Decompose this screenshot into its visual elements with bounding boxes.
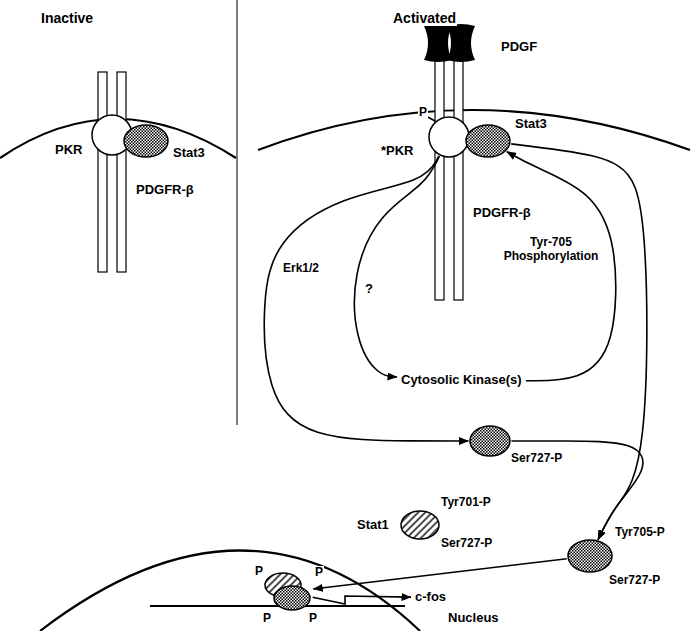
protein-label: Stat3 [514, 117, 548, 132]
pdgf-ligand [447, 24, 475, 62]
arrow-connector [264, 156, 468, 441]
protein-shape [568, 540, 612, 572]
protein-label: P [262, 612, 272, 626]
nuclear-membrane [40, 551, 420, 631]
protein-label: PKR [54, 143, 83, 158]
protein-shape [401, 511, 439, 539]
protein-label: P [308, 612, 318, 626]
panel-heading: Activated [392, 10, 457, 26]
protein-shape [466, 125, 510, 157]
protein-shape [470, 426, 510, 456]
panel-heading: Inactive [40, 10, 94, 26]
stat-dimer-outline [262, 570, 314, 614]
protein-label: *PKR [380, 144, 415, 159]
node-label: c-fos [414, 590, 448, 605]
arrow-connector [313, 596, 411, 604]
protein-label: Stat3 [172, 146, 206, 161]
stat3-oval: Stat3 [464, 123, 512, 159]
receptor-chain [117, 72, 126, 272]
kinase-label: Cytosolic Kinase(s) [398, 371, 525, 390]
protein-label: P [254, 565, 264, 579]
part-label: PDGFR-β [135, 183, 195, 198]
protein-label: Ser727-P [510, 452, 563, 466]
stat1-oval: Stat1Tyr701-PSer727-P [399, 509, 441, 541]
stat3-oval: Tyr705-PSer727-P [566, 538, 614, 574]
protein-shape [429, 117, 469, 157]
protein-label: Ser727-P [440, 537, 493, 551]
receptor-chain [98, 72, 107, 272]
edge-label: ? [364, 282, 374, 297]
stat-dimer: PPPP [262, 570, 314, 614]
stat3-oval: Ser727-P [468, 424, 512, 458]
protein-shape [274, 586, 310, 610]
protein-label: Stat1 [356, 518, 390, 533]
stat3-oval-outline [122, 123, 170, 159]
kinase-circle-outline [427, 115, 471, 159]
arrow-connector [507, 152, 616, 381]
receptor-chain [435, 56, 444, 300]
arrow-connector [313, 559, 567, 589]
panel-divider [237, 0, 238, 425]
part-label: PDGF [500, 40, 538, 55]
edge-label: Erk1/2 [282, 262, 320, 276]
stat3-oval-outline [468, 424, 512, 458]
protein-label: Tyr705-P [614, 526, 666, 540]
part-label: PDGFR-β [472, 206, 532, 221]
protein-shape [124, 125, 168, 157]
stat3-oval: Stat3 [122, 123, 170, 159]
part-label: P [418, 106, 428, 120]
protein-label: Tyr701-P [440, 496, 492, 510]
protein-label: Ser727-P [608, 574, 661, 588]
node-label: Cytosolic Kinase(s) [400, 373, 523, 388]
stat1-oval-outline [399, 509, 441, 541]
edge-label: Tyr-705 Phosphorylation [502, 236, 600, 264]
arrow-connector [511, 144, 647, 540]
stat3-oval-outline [464, 123, 512, 159]
stat3-oval-outline [566, 538, 614, 574]
pdgf-ligand [424, 24, 452, 62]
receptor-chain [454, 56, 463, 300]
part-label: Nucleus [447, 611, 500, 626]
arrow-connector [355, 156, 440, 377]
gene-label: c-fos [412, 588, 450, 607]
protein-label: P [314, 566, 324, 580]
kinase-circle: *PKR [427, 115, 471, 159]
